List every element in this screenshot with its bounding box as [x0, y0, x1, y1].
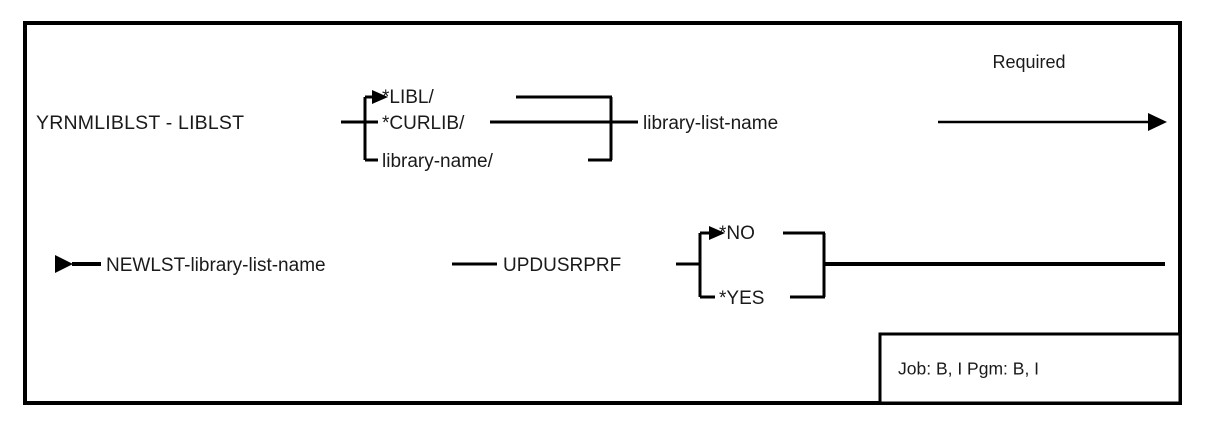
row1-option-libl-label: *LIBL/ [382, 87, 434, 108]
row1-exit-arrow-icon [1148, 113, 1167, 131]
row1-command-label: YRNMLIBLST - LIBLST [36, 112, 244, 134]
row1-option-curlib-label: *CURLIB/ [382, 113, 465, 134]
row2-option-no-label: *NO [719, 223, 755, 244]
row2-continuation-marker-icon [55, 255, 73, 273]
row2-default-arrow-icon [709, 226, 725, 240]
footer-job-pgm-label: Job: B, I Pgm: B, I [898, 359, 1039, 379]
diagram-outer-border [23, 21, 1182, 405]
row1-option-library-name-label: library-name/ [382, 151, 494, 172]
row2-keyword-label: UPDUSRPRF [503, 255, 621, 276]
row1-default-arrow-icon [372, 90, 388, 104]
row1-parameter-label: library-list-name [643, 113, 778, 134]
row2-keyword-parameter-label: NEWLST-library-list-name [106, 255, 326, 276]
footer-box-border [878, 332, 1182, 405]
row2-option-yes-label: *YES [719, 288, 764, 309]
required-note-label: Required [992, 52, 1065, 72]
